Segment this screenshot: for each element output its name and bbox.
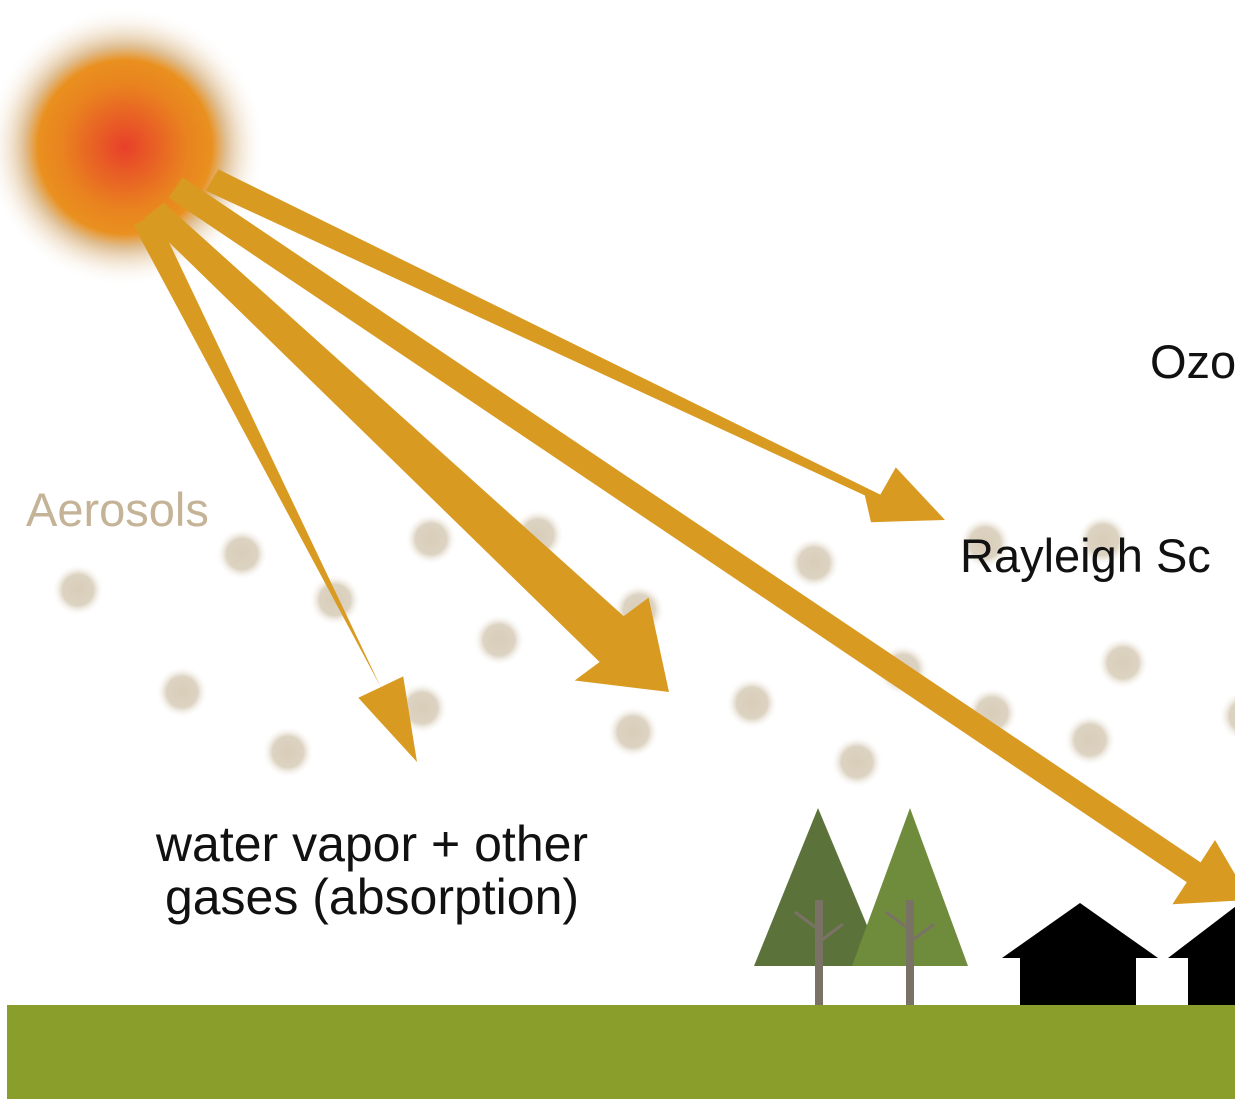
house-icon: [1002, 903, 1158, 1010]
water-vapor-label-line1: water vapor + other: [155, 816, 589, 872]
house-icon: [1168, 906, 1235, 1010]
aerosol-particle-icon: [1097, 637, 1149, 689]
ray-arrow-rayleigh-scatter: [205, 169, 946, 523]
aerosol-particle-icon: [959, 517, 1011, 569]
aerosol-particle-icon: [156, 666, 208, 718]
aerosols-label: Aerosols: [26, 483, 209, 536]
aerosol-particle-icon: [788, 537, 840, 589]
tree-icon: [754, 808, 884, 1010]
rayleigh-scattering-label: Rayleigh Sc: [960, 529, 1211, 582]
aerosol-particle-icon: [52, 564, 104, 616]
aerosol-particle-icon: [1064, 714, 1116, 766]
ozone-label: Ozo: [1150, 335, 1235, 388]
aerosol-particle-icon: [405, 513, 457, 565]
aerosol-particle-icon: [1219, 692, 1235, 740]
aerosol-particle-icon: [216, 528, 268, 580]
ground: [7, 1005, 1235, 1099]
aerosol-particle-icon: [473, 614, 525, 666]
trees: [754, 808, 968, 1010]
water-vapor-label-line2: gases (absorption): [164, 868, 580, 925]
tree-icon: [852, 808, 968, 1010]
aerosol-particle-icon: [726, 677, 778, 729]
ray-arrow-absorption: [133, 214, 418, 762]
aerosol-particle-icon: [607, 706, 659, 758]
sun-icon: [0, 7, 265, 287]
light-rays: [133, 169, 1235, 905]
water-vapor-label: water vapor + other gases (absorption): [92, 818, 652, 923]
aerosol-particle-icon: [262, 726, 314, 778]
ray-arrow-aerosol-scatter: [144, 202, 670, 693]
ray-arrow-surface: [168, 177, 1235, 905]
aerosol-particle-icon: [831, 736, 883, 788]
aerosol-particle-icon: [1077, 514, 1129, 566]
houses: [1002, 903, 1235, 1010]
